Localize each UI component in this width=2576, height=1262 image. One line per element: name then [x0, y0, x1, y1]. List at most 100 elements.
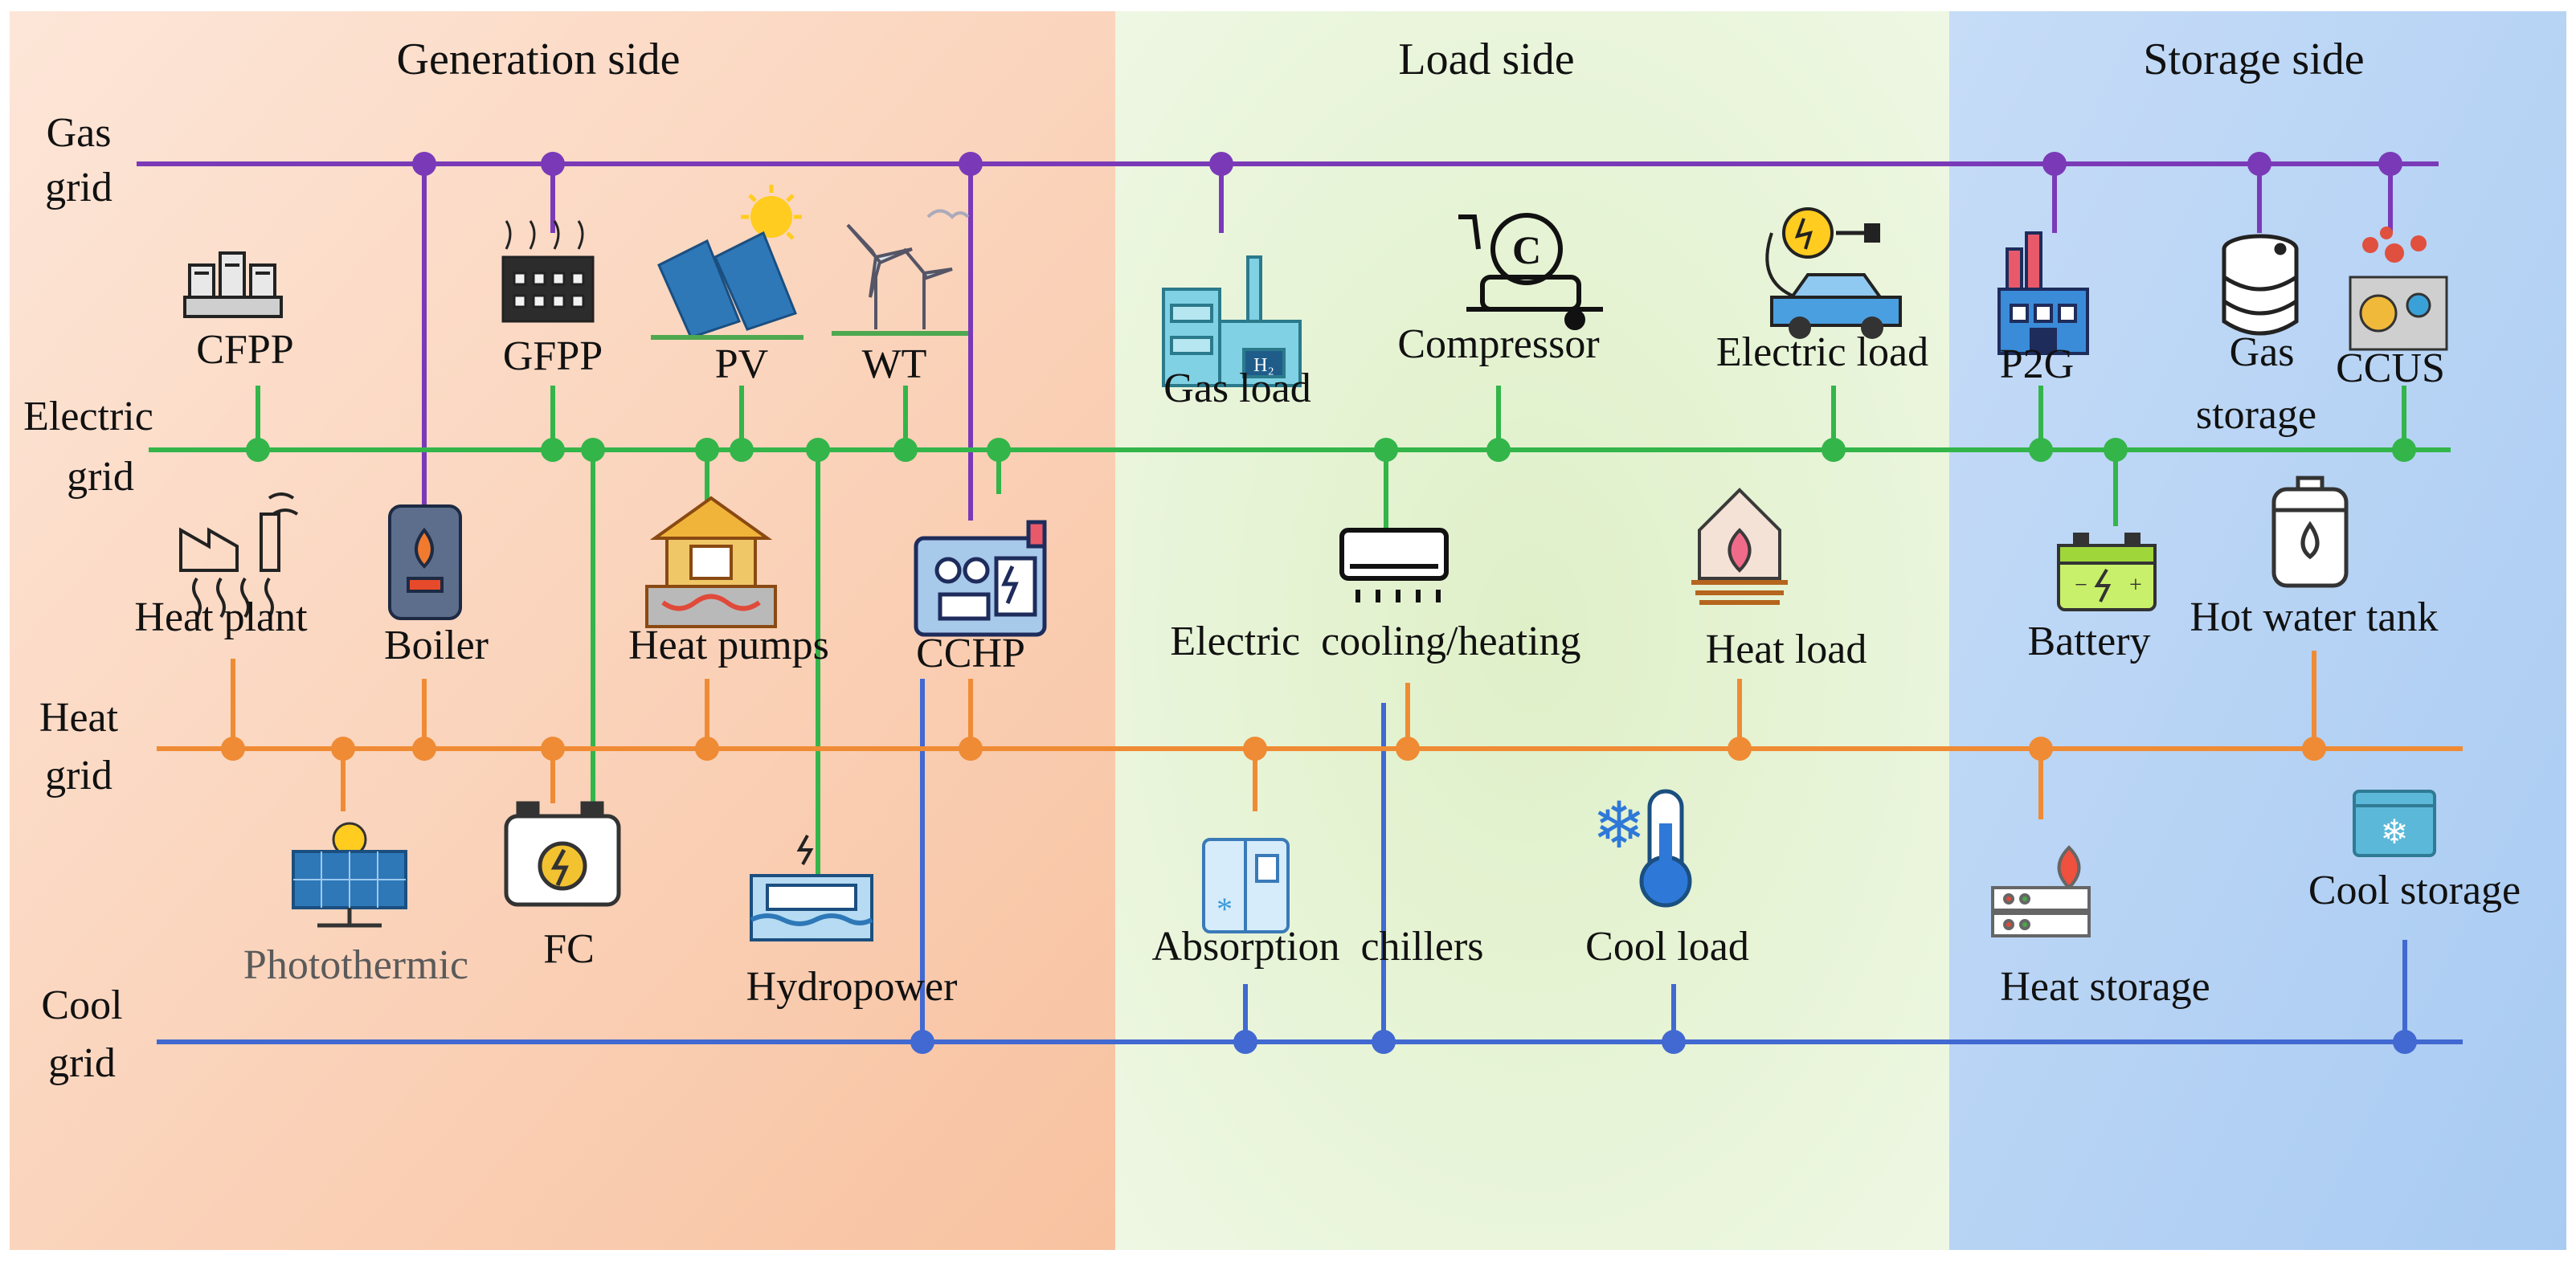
heat-node [1243, 737, 1267, 761]
electric-node [2029, 438, 2053, 462]
label-heat-plant: Heat plant [134, 594, 308, 640]
label-ccus: CCUS [2336, 345, 2445, 391]
heat-node [1396, 737, 1420, 761]
gas-node [2378, 152, 2402, 176]
electric-node [541, 438, 565, 462]
compressor-icon: C [1458, 213, 1603, 330]
label-boiler: Boiler [384, 623, 489, 668]
heat-load-icon [1691, 488, 1788, 605]
grid-label-electric-2: grid [67, 454, 134, 500]
gas-node [412, 152, 436, 176]
electric-nodes [246, 438, 2416, 462]
cool-node [910, 1030, 934, 1054]
gas-node [1209, 152, 1233, 176]
grid-label-heat-1: Heat [39, 695, 119, 741]
label-heat-storage: Heat storage [2000, 964, 2210, 1010]
electric-node [1822, 438, 1846, 462]
section-title-load: Load side [1398, 35, 1574, 84]
label-fc: FC [543, 926, 595, 972]
heat-node [2302, 737, 2326, 761]
label-heat-load: Heat load [1706, 627, 1867, 672]
section-title-storage: Storage side [2143, 35, 2364, 84]
svg-text:❄: ❄ [1592, 791, 1646, 862]
label-hot-water-tank: Hot water tank [2190, 594, 2438, 640]
label-compressor: Compressor [1397, 321, 1599, 367]
boiler-icon [388, 504, 462, 620]
gas-load-icon: H₂ [1162, 255, 1302, 387]
heat-node [695, 737, 719, 761]
label-wt: WT [862, 341, 927, 387]
electric-node [1374, 438, 1398, 462]
absorption-chiller-icon: * [1202, 838, 1290, 933]
heat-node [2029, 737, 2053, 761]
gas-nodes [412, 152, 2402, 176]
svg-text:H₂: H₂ [1253, 355, 1274, 376]
photothermic-icon [292, 822, 407, 928]
label-p2g: P2G [2000, 341, 2074, 387]
heat-node [221, 737, 245, 761]
cool-storage-icon: ❄ [2353, 790, 2436, 857]
heat-node [541, 737, 565, 761]
cfpp-icon [183, 251, 283, 318]
label-hydropower: Hydropower [746, 964, 958, 1010]
gas-node [2247, 152, 2271, 176]
cool-node [1233, 1030, 1257, 1054]
gas-node [2042, 152, 2067, 176]
grid-label-electric-1: Electric [23, 394, 153, 439]
label-heat-pumps: Heat pumps [628, 623, 829, 668]
heat-storage-icon [1991, 845, 2091, 937]
grid-label-gas-1: Gas [47, 110, 112, 156]
fuel-cell-icon [504, 801, 621, 907]
label-electric-cooling: Electric cooling/heating [1170, 619, 1580, 664]
hot-water-tank-icon [2271, 476, 2349, 588]
label-gas-storage-1: Gas [2230, 329, 2295, 375]
electric-node [581, 438, 605, 462]
heat-nodes [221, 737, 2326, 761]
battery-icon: −+ [2057, 533, 2157, 611]
electric-node [806, 438, 830, 462]
thermometer-icon: ❄ [1592, 789, 1692, 908]
svg-text:❄: ❄ [2380, 815, 2408, 852]
p2g-icon [1997, 231, 2089, 355]
electric-node [893, 438, 918, 462]
heat-node [959, 737, 983, 761]
label-absorption-chillers: Absorption chillers [1151, 924, 1483, 970]
heat-node [412, 737, 436, 761]
cool-node [1662, 1030, 1686, 1054]
gfpp-icon [501, 220, 595, 323]
label-cool-storage: Cool storage [2308, 868, 2521, 913]
hydropower-icon [750, 835, 873, 941]
heat-pump-icon [645, 496, 777, 628]
cchp-icon [914, 520, 1047, 637]
section-title-generation: Generation side [397, 35, 681, 84]
label-cool-load: Cool load [1585, 924, 1749, 970]
grid-label-heat-2: grid [45, 753, 112, 798]
electric-car-icon [1765, 207, 1902, 339]
electric-node [2392, 438, 2416, 462]
label-gas-storage-2: storage [2196, 392, 2316, 438]
electric-node [987, 438, 1011, 462]
label-gfpp: GFPP [503, 333, 603, 379]
electric-node [695, 438, 719, 462]
svg-text:−: − [2075, 573, 2087, 598]
air-conditioner-icon [1339, 528, 1449, 602]
wind-turbine-icon [832, 209, 970, 336]
label-photothermic: Photothermic [243, 942, 468, 988]
ccus-icon [2349, 227, 2448, 351]
gas-node [541, 152, 565, 176]
gas-storage-icon [2222, 234, 2299, 336]
grid-label-cool-1: Cool [41, 982, 122, 1028]
heat-node [1728, 737, 1752, 761]
electric-node [730, 438, 754, 462]
label-gas-load: Gas load [1163, 366, 1310, 411]
label-electric-load: Electric load [1716, 329, 1928, 375]
cool-node [1372, 1030, 1396, 1054]
svg-text:C: C [1512, 227, 1541, 272]
heat-plant-icon [179, 492, 299, 619]
electric-node [1486, 438, 1511, 462]
cool-node [2393, 1030, 2417, 1054]
heat-node [331, 737, 355, 761]
cool-nodes [910, 1030, 2417, 1054]
electric-node [2104, 438, 2128, 462]
